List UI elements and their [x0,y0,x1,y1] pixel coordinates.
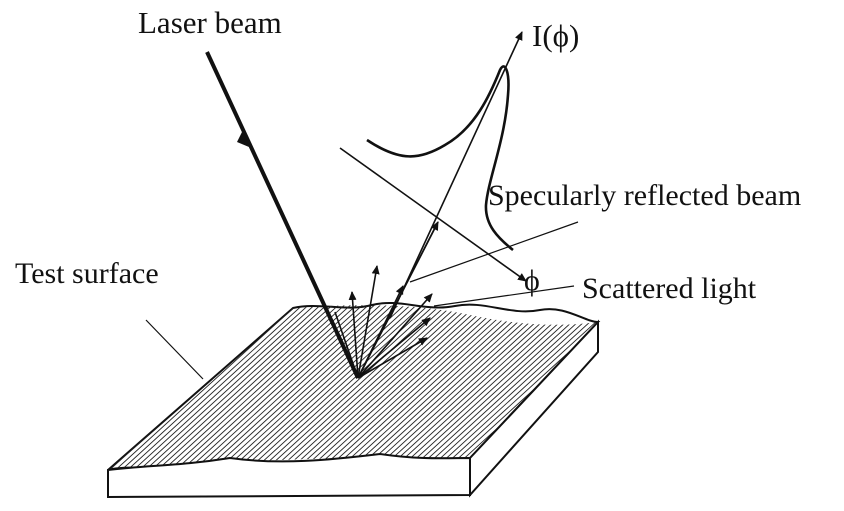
test-surface-leader [145,319,204,380]
hatch-line [151,305,345,470]
hatch-line [626,300,818,475]
hatch-line [662,300,844,475]
hatch-line [145,305,339,470]
hatch-line [289,305,483,470]
laser-beam-arrowhead [237,130,249,147]
hatch-line [595,305,598,470]
label-test-surface: Test surface [15,257,159,290]
scattered-ray [334,311,359,379]
label-intensity: I(ϕ) [532,18,579,53]
hatch-line [650,300,842,475]
hatch-line [349,305,543,470]
scattered-ray [357,317,431,379]
hatch-line [397,305,591,470]
hatch-line [644,300,836,475]
hatch-line [163,305,357,470]
hatch-line [277,305,471,470]
hatch-line [361,305,555,470]
hatch-line [583,305,598,470]
hatch-line [391,305,585,470]
phi-axis [339,147,527,282]
label-laser-beam: Laser beam [138,5,282,40]
hatch-line [121,305,315,470]
hatch-line [337,305,531,470]
hatch-line [331,305,525,470]
hatch-line [379,305,573,470]
hatch-line [211,305,405,470]
hatch-line [385,305,579,470]
hatch-line [415,305,598,470]
hatch-line [589,305,598,470]
hatch-line [127,305,321,470]
hatch-line [319,305,513,470]
hatch-line [259,305,453,470]
hatch-line [181,305,375,470]
hatch-line [199,305,393,470]
label-phi: ϕ [524,264,540,297]
scattered-ray [357,293,433,379]
hatch-line [638,300,830,475]
hatch-line [217,305,411,470]
hatch-line [620,300,812,475]
hatch-line [235,305,429,470]
hatch-line [109,305,303,470]
hatch-line [169,305,363,470]
hatch-line [187,305,381,470]
hatch-line [409,305,598,470]
test-surface-block [107,300,844,499]
specular-leader [409,221,579,283]
label-scattered-light: Scattered light [582,272,757,305]
intensity-axis [389,31,523,319]
hatch-line [608,300,800,475]
scattered-leader [433,285,575,307]
laser-beam [205,51,360,379]
hatch-line [403,305,597,470]
hatch-line [253,305,447,470]
hatch-line [313,305,507,470]
hatch-line [115,305,309,470]
scattered-ray [357,337,428,379]
hatch-line [229,305,423,470]
hatch-line [247,305,441,470]
hatch-line [421,305,598,470]
surface-front-face [107,452,471,499]
hatch-line [283,305,477,470]
hatch-line [602,300,794,475]
surface-side-face [469,319,599,498]
hatch-line [325,305,519,470]
intensity-curve [366,65,514,252]
hatch-line [133,305,327,470]
hatch-line [307,305,501,470]
hatch-line [577,305,598,470]
scattered-ray [348,291,359,379]
hatch-line [355,305,549,470]
hatch-line [367,305,561,470]
hatch-line [265,305,459,470]
label-specular-beam: Specularly reflected beam [488,179,801,212]
hatch-line [571,305,598,470]
hatch-line [157,305,351,470]
scattered-ray [357,265,380,379]
hatch-line [139,305,333,470]
hatch-line [427,305,598,470]
hatch-line [271,305,465,470]
hatch-line [656,300,844,475]
hatch-line [373,305,567,470]
hatch-line [632,300,824,475]
hatch-line [614,300,806,475]
hatch-line [301,305,495,470]
hatch-line [295,305,489,470]
hatch-line [343,305,537,470]
